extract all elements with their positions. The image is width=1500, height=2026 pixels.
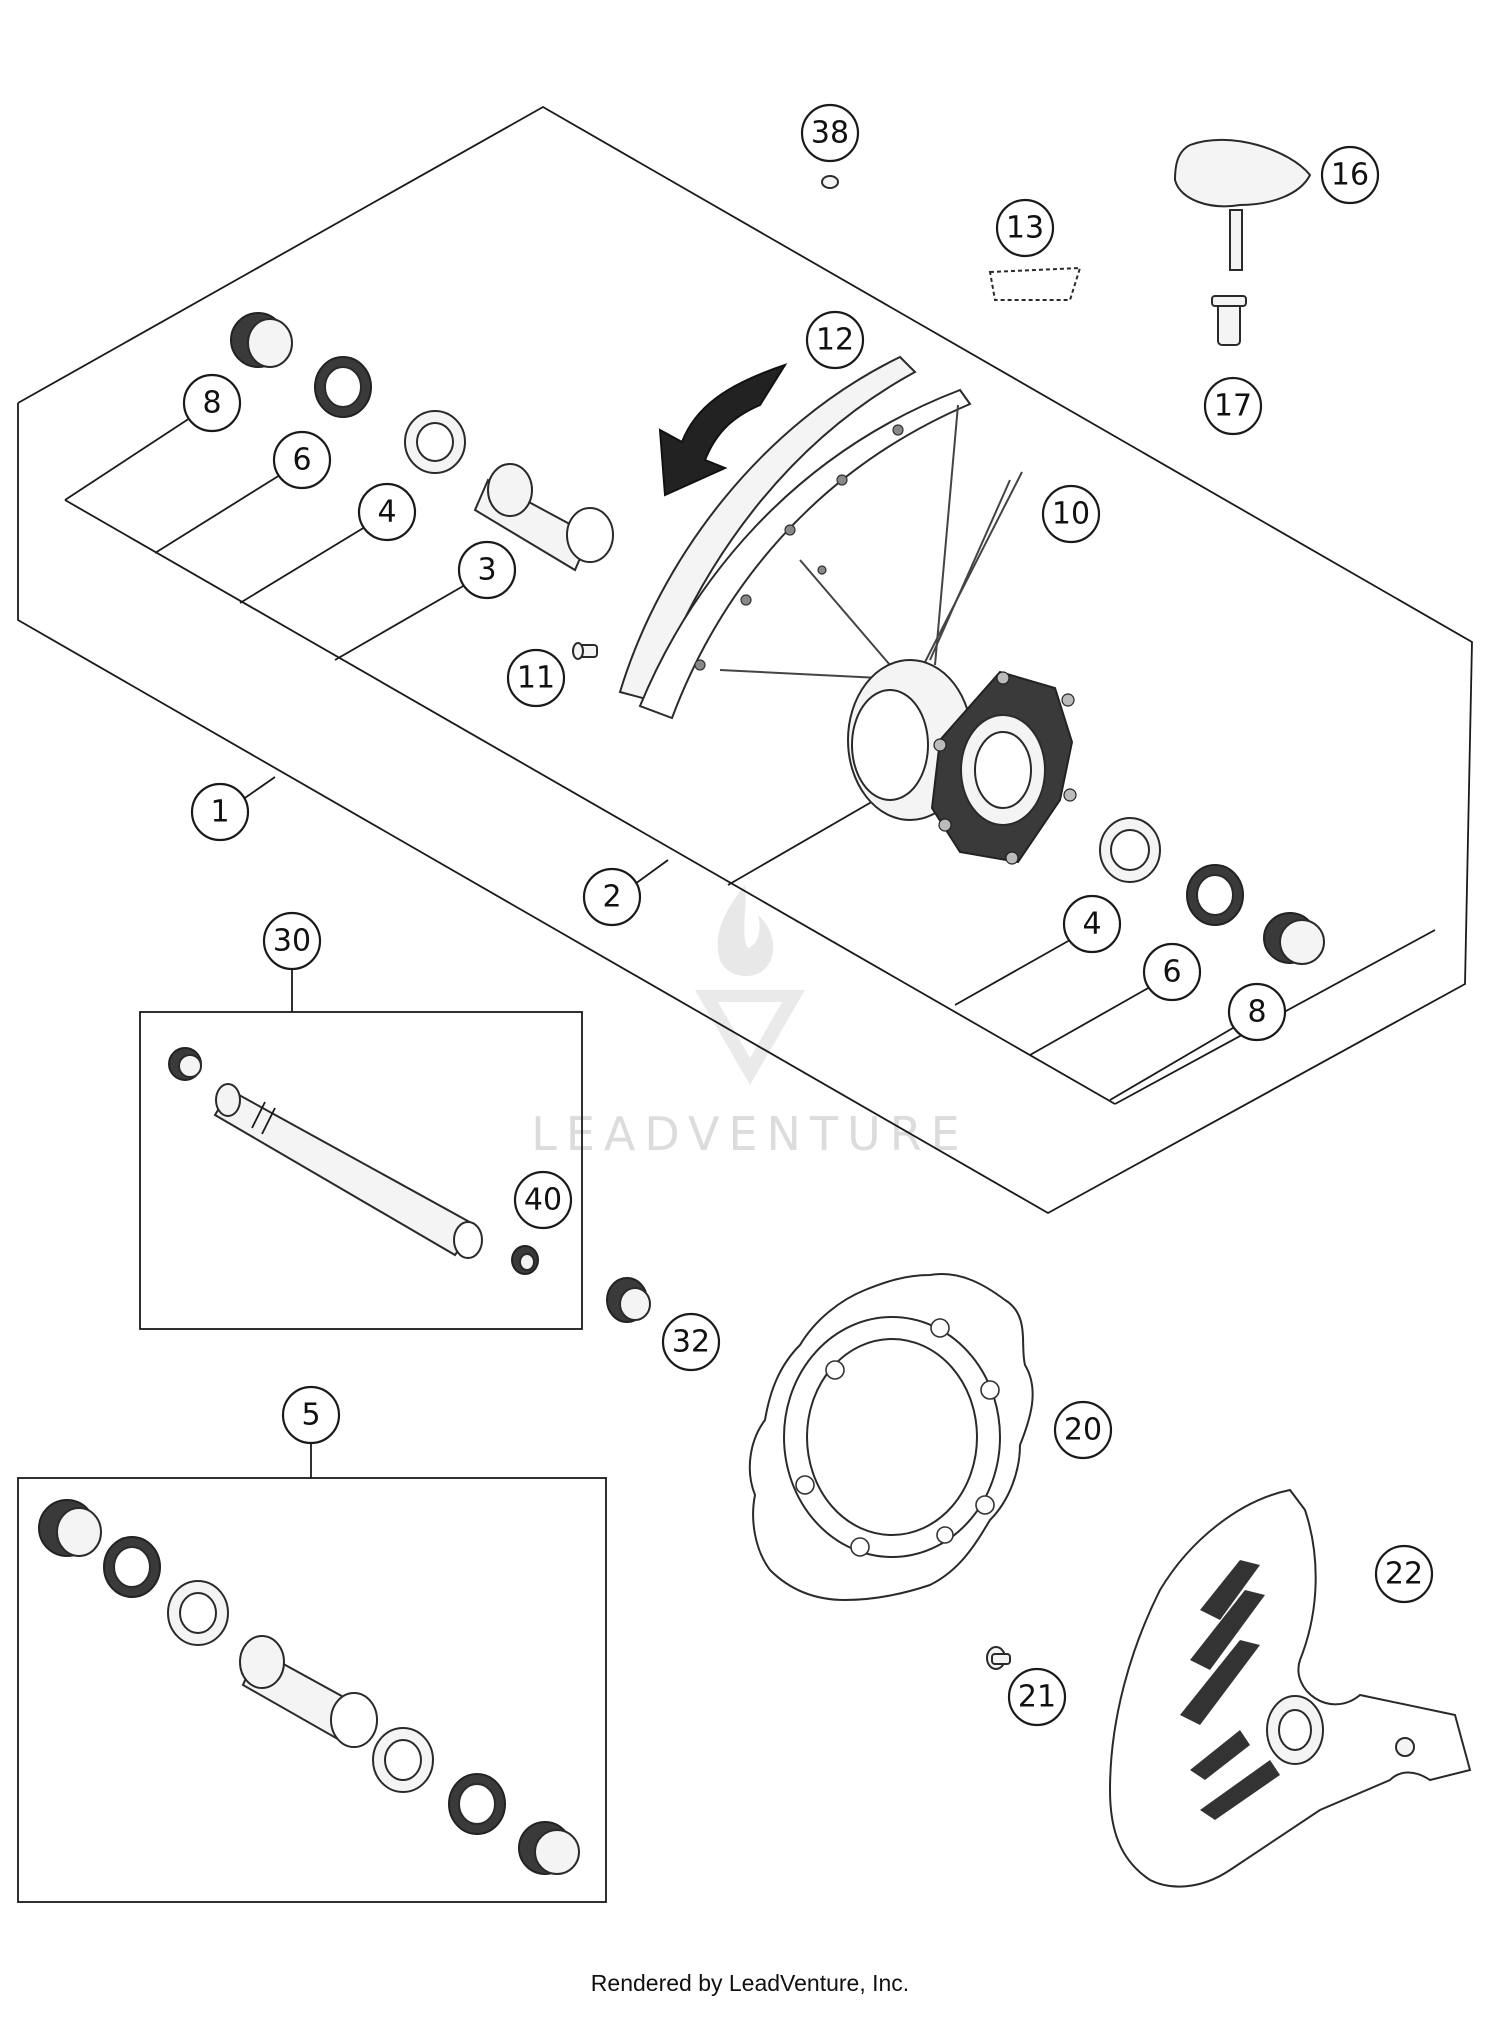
callout-number: 11: [517, 661, 555, 696]
callout-number: 20: [1064, 1413, 1102, 1448]
callout-number: 40: [524, 1183, 562, 1218]
plug-38: [821, 175, 839, 189]
callout-number: 4: [1082, 907, 1101, 942]
watermark-text: LEADVENTURE: [531, 1107, 969, 1161]
callout-number: 5: [301, 1398, 320, 1433]
callout-20: 20: [1053, 1400, 1113, 1460]
callout-4: 4: [357, 482, 417, 542]
wheel-assembly-outline: [17, 105, 1473, 1215]
leader-lines: [17, 417, 1239, 1903]
callout-22: 22: [1374, 1544, 1434, 1604]
callout-16: 16: [1320, 145, 1380, 205]
callout-10: 10: [1041, 484, 1101, 544]
callout-1: 1: [190, 782, 250, 842]
callout-5: 5: [281, 1385, 341, 1445]
callout-number: 12: [816, 323, 854, 358]
valve-17: [1211, 295, 1247, 346]
valve-cap-16: [1173, 138, 1312, 271]
callout-number: 16: [1331, 158, 1369, 193]
callout-32: 32: [661, 1312, 721, 1372]
callout-3: 3: [457, 540, 517, 600]
callout-number: 21: [1018, 1680, 1056, 1715]
footer-credit: Rendered by LeadVenture, Inc.: [590, 1970, 910, 1996]
sticker-13: [988, 266, 1082, 301]
callout-number: 4: [377, 495, 396, 530]
callout-6: 6: [1142, 942, 1202, 1002]
disc-guard-22: [1108, 1488, 1472, 1888]
callout-13: 13: [995, 198, 1055, 258]
top-misc-parts: [821, 138, 1312, 346]
callout-number: 2: [602, 880, 621, 915]
bearing-kit-5: [38, 1499, 580, 1875]
spacer-32: [606, 1277, 651, 1323]
rotation-arrow-icon: [658, 363, 788, 497]
callout-number: 13: [1006, 211, 1044, 246]
axle-kit-30: [168, 1047, 539, 1275]
spacer-3: [473, 463, 614, 572]
right-hub-parts: [1099, 817, 1325, 965]
callout-4: 4: [1062, 894, 1122, 954]
wheel-rim: [618, 355, 972, 720]
callout-number: 6: [292, 443, 311, 478]
brake-disc-20: [748, 1273, 1034, 1602]
callout-8: 8: [1227, 982, 1287, 1042]
callout-30: 30: [262, 911, 322, 971]
callout-38: 38: [800, 103, 860, 163]
wheel-hub-2: [847, 659, 1077, 865]
watermark-v-icon: [695, 990, 805, 1085]
callout-40: 40: [513, 1170, 573, 1230]
callout-12: 12: [805, 310, 865, 370]
callout-number: 22: [1385, 1557, 1423, 1592]
callout-number: 3: [477, 553, 496, 588]
watermark-flame-icon: [717, 885, 774, 977]
watermark: LEADVENTURE: [531, 885, 969, 1161]
callout-11: 11: [506, 648, 566, 708]
callout-number: 8: [202, 386, 221, 421]
callout-21: 21: [1007, 1667, 1067, 1727]
callout-number: 10: [1052, 497, 1090, 532]
callout-number: 30: [273, 924, 311, 959]
callout-number: 6: [1162, 955, 1181, 990]
callout-number: 8: [1247, 995, 1266, 1030]
callout-8: 8: [182, 373, 242, 433]
callout-number: 38: [811, 116, 849, 151]
callout-6: 6: [272, 430, 332, 490]
callout-number: 32: [672, 1325, 710, 1360]
callout-number: 17: [1214, 389, 1252, 424]
callout-number: 1: [210, 795, 229, 830]
screw-11: [572, 642, 598, 660]
callout-17: 17: [1203, 376, 1263, 436]
screw-21: [986, 1646, 1011, 1670]
left-hub-parts: [230, 312, 614, 660]
callout-2: 2: [582, 867, 642, 927]
